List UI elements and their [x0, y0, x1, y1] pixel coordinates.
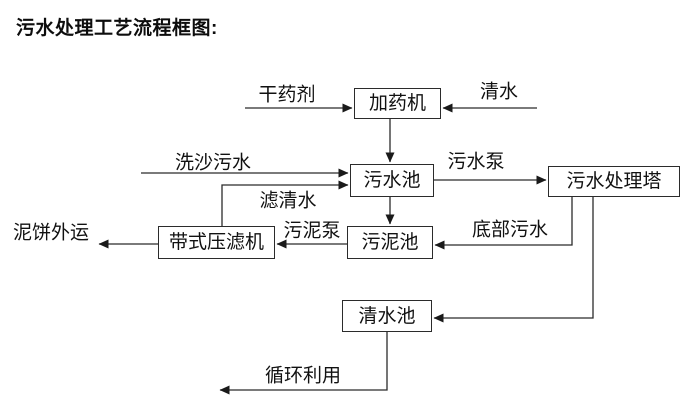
edge-label-sludge-pump: 污泥泵: [283, 220, 341, 242]
page-title: 污水处理工艺流程框图:: [16, 18, 218, 39]
arrow-filtered-water-to-sewage-pool: [221, 180, 349, 226]
node-dosing-machine: 加药机: [354, 88, 441, 119]
node-sewage-pool: 污水池: [350, 164, 434, 197]
edge-label-dry-agent: 干药剂: [258, 84, 316, 106]
edge-label-recycle-use: 循环利用: [264, 365, 342, 387]
edge-label-sand-washing-sewage: 洗沙污水: [174, 152, 252, 174]
arrow-bottom-sewage-to-sludge-pool: [434, 197, 573, 250]
arrow-tower-to-clean-pool: [433, 197, 594, 323]
edge-label-bottom-sewage: 底部污水: [471, 219, 549, 241]
edge-label-filtered-water: 滤清水: [259, 190, 317, 212]
node-clean-water-pool: 清水池: [342, 300, 432, 332]
edge-label-sewage-pump: 污水泵: [447, 151, 505, 173]
node-belt-filter-press: 带式压滤机: [158, 226, 275, 259]
node-treatment-tower: 污水处理塔: [548, 166, 680, 197]
edge-label-mud-cake-out: 泥饼外运: [12, 222, 90, 244]
node-sludge-pool: 污泥池: [347, 226, 433, 259]
arrow-clean-pool-to-recycle: [219, 332, 388, 395]
edge-label-clean-water: 清水: [479, 81, 519, 103]
